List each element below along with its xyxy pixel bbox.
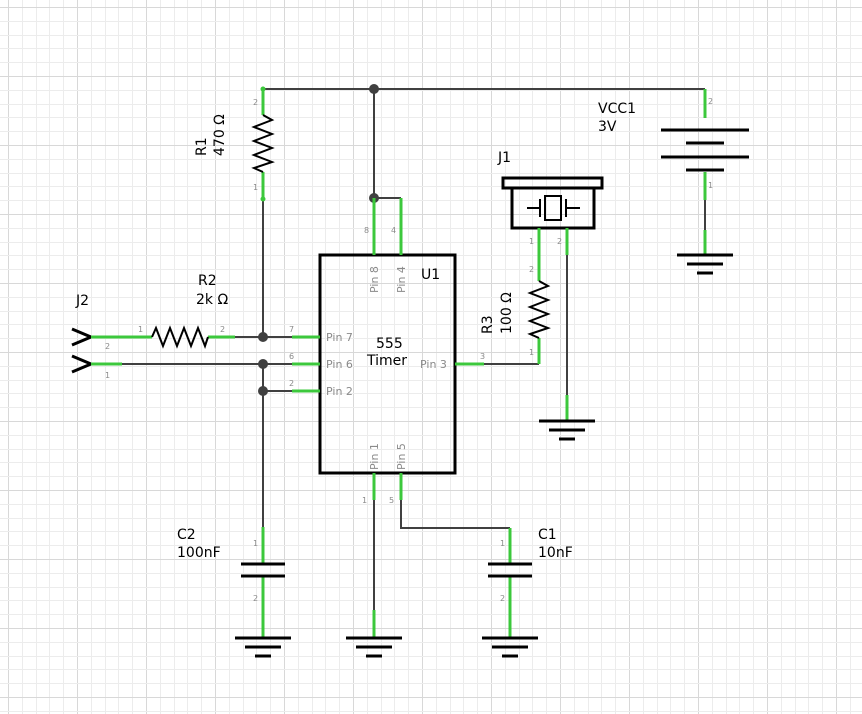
j1-ref-label: J1 — [497, 150, 511, 166]
u1-pin4-label: Pin 4 — [395, 266, 408, 293]
j2-pin2-number: 2 — [105, 342, 110, 351]
r3-ref-label: R3 — [480, 315, 496, 334]
connector-j2[interactable]: 2 1 J2 — [71, 293, 122, 380]
u1-pin5-number: 5 — [389, 496, 394, 505]
junction-dot — [258, 332, 268, 342]
ground-icon — [346, 610, 402, 658]
u1-pin3-label: Pin 3 — [420, 358, 447, 371]
u1-pin7-number: 7 — [289, 325, 294, 334]
u1-pin6-number: 6 — [289, 352, 294, 361]
u1-pin4-number: 4 — [391, 226, 396, 235]
resistor-r3[interactable]: 2 1 R3 100 Ω — [480, 255, 551, 364]
capacitor-c2[interactable]: 1 2 C2 100nF — [177, 527, 285, 638]
u1-pin6-label: Pin 6 — [326, 358, 353, 371]
c1-value-label: 10nF — [538, 545, 573, 561]
r1-value-label: 470 Ω — [212, 114, 228, 156]
r2-value-label: 2k Ω — [196, 292, 228, 308]
r3-pin1-number: 1 — [529, 348, 534, 357]
resistor-zigzag — [251, 114, 275, 173]
r1-ref-label: R1 — [194, 137, 210, 156]
ic-u1-555[interactable]: 8 4 7 6 2 3 1 5 Pin 8 Pin 4 Pin 7 Pin 6 … — [289, 198, 485, 505]
r1-pin2-number: 2 — [253, 98, 258, 107]
j1-cap — [501, 176, 604, 190]
u1-pin8-number: 8 — [364, 226, 369, 235]
ground-icon — [677, 230, 733, 275]
u1-pin1-number: 1 — [362, 496, 367, 505]
j2-ref-label: J2 — [75, 293, 89, 309]
j1-body — [510, 186, 596, 230]
u1-pin5-label: Pin 5 — [395, 443, 408, 470]
c1-pin2-number: 2 — [500, 594, 505, 603]
r1-pin1-number: 1 — [253, 183, 258, 192]
vcc1-ref-label: VCC1 — [598, 101, 636, 117]
ground-symbols — [235, 230, 733, 658]
c2-ref-label: C2 — [177, 527, 196, 543]
u1-ref-label: U1 — [421, 267, 440, 283]
u1-pin2-label: Pin 2 — [326, 385, 353, 398]
j2-arrow-2 — [71, 354, 95, 374]
junctions — [258, 84, 379, 396]
c2-pin1-number: 1 — [253, 539, 258, 548]
ground-icon — [235, 636, 291, 658]
resistor-r2[interactable]: 1 2 R2 2k Ω — [122, 273, 235, 349]
c1-pin1-number: 1 — [500, 539, 505, 548]
junction-dot — [369, 84, 379, 94]
crystal-element — [544, 195, 562, 221]
vcc1-pin1-number: 1 — [708, 181, 713, 190]
capacitor-c1[interactable]: 1 2 C1 10nF — [488, 527, 573, 638]
u1-title-line2: Timer — [366, 353, 407, 369]
j1-pin2-number: 2 — [557, 237, 562, 246]
u1-pin8-label: Pin 8 — [368, 266, 381, 293]
junction-dot — [258, 359, 268, 369]
resistor-r1[interactable]: 2 1 R1 470 Ω — [194, 86, 275, 202]
u1-pin2-number: 2 — [289, 379, 294, 388]
c1-ref-label: C1 — [538, 527, 557, 543]
junction-dot — [258, 386, 268, 396]
u1-pin1-label: Pin 1 — [368, 443, 381, 470]
u1-pin7-label: Pin 7 — [326, 331, 353, 344]
u1-title-line1: 555 — [376, 336, 403, 352]
j2-pin1-number: 1 — [105, 371, 110, 380]
j1-pin1-number: 1 — [529, 237, 534, 246]
ground-icon — [539, 395, 595, 441]
u1-pin3-number: 3 — [480, 352, 485, 361]
ground-icon — [482, 636, 538, 658]
j2-arrow-1 — [71, 327, 95, 347]
c2-value-label: 100nF — [177, 545, 221, 561]
r2-pin2-number: 2 — [220, 325, 225, 334]
resistor-zigzag — [527, 280, 551, 339]
r2-pin1-number: 1 — [138, 325, 143, 334]
r2-ref-label: R2 — [198, 273, 217, 289]
resistor-zigzag — [151, 325, 209, 349]
wires — [122, 88, 706, 610]
vcc1-value-label: 3V — [598, 119, 617, 135]
wire-pin5-to-c1[interactable] — [400, 500, 510, 529]
r3-value-label: 100 Ω — [499, 292, 515, 334]
c2-pin2-number: 2 — [253, 594, 258, 603]
connector-j1[interactable]: 1 2 J1 — [497, 150, 604, 255]
battery-vcc1[interactable]: 2 1 VCC1 3V — [598, 89, 749, 200]
vcc1-pin2-number: 2 — [708, 97, 713, 106]
r3-pin2-number: 2 — [529, 265, 534, 274]
